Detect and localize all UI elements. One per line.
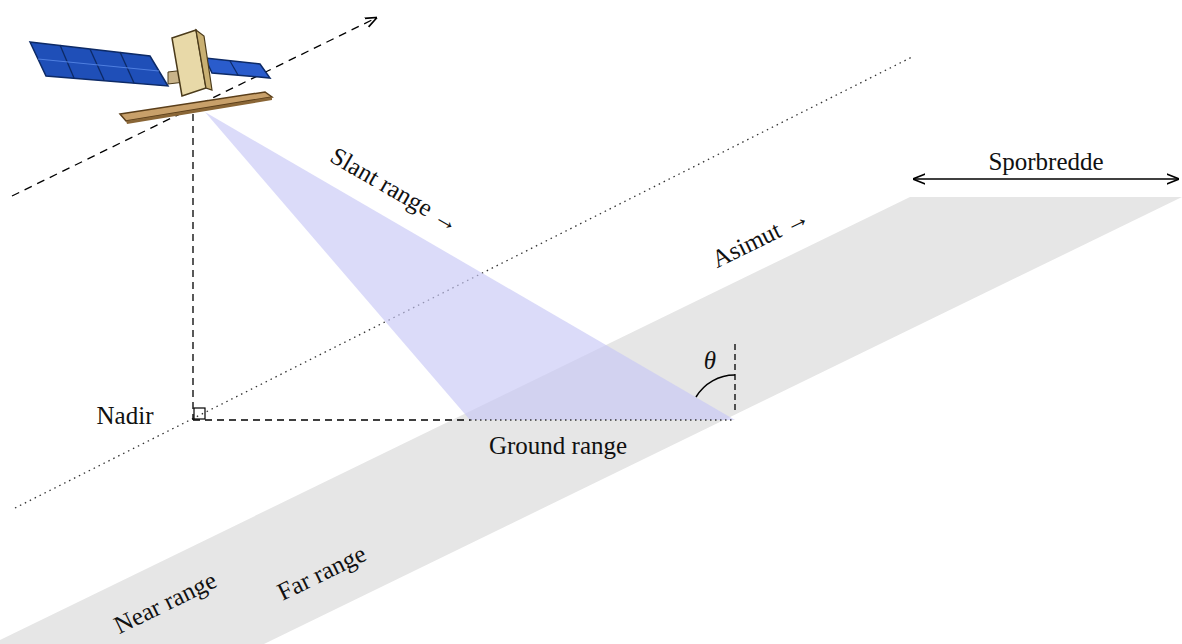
flight-path (12, 18, 376, 196)
ground-track (15, 57, 912, 508)
nadir-label: Nadir (97, 402, 154, 430)
nadir-line (192, 114, 193, 420)
vertical-reference (734, 344, 735, 412)
radar-beam (205, 112, 735, 420)
right-angle-mark (194, 408, 205, 419)
angle-arc (696, 375, 735, 397)
swath-band (0, 197, 1182, 644)
satellite (30, 30, 272, 124)
incidence-angle-symbol: θ (704, 347, 716, 375)
ground-range-label: Ground range (489, 432, 627, 460)
swath-width-arrow (914, 178, 1178, 179)
ground-range-line (470, 419, 735, 420)
ground-line (193, 419, 470, 420)
swath-width-label: Sporbredde (988, 148, 1103, 176)
